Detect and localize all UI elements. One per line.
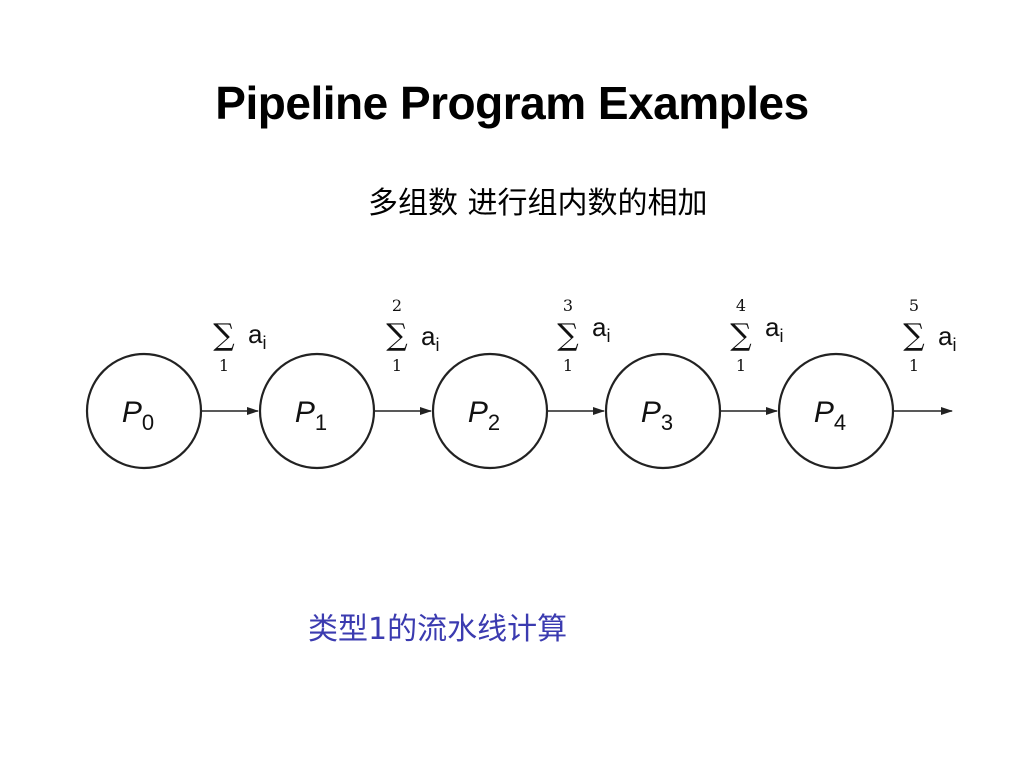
sum-term-subscript: i — [435, 335, 439, 355]
sum-term: ai — [938, 321, 956, 355]
process-letter: P — [468, 396, 488, 429]
sum-term: ai — [421, 321, 439, 355]
sum-label-3: 3∑1ai — [557, 296, 610, 375]
process-letter: P — [122, 396, 142, 429]
sum-term-subscript: i — [779, 326, 783, 346]
sum-term: ai — [765, 312, 783, 346]
sum-term-subscript: i — [262, 333, 266, 353]
sum-upper-limit: 4 — [736, 296, 746, 315]
sum-lower-limit: 1 — [563, 356, 573, 375]
sum-term-base: a — [592, 312, 607, 342]
process-node-p2: P2 — [431, 352, 549, 470]
sum-upper-limit: 3 — [563, 296, 573, 315]
process-index: 1 — [315, 410, 327, 435]
sum-term-subscript: i — [952, 335, 956, 355]
sum-upper-limit: 5 — [909, 296, 919, 315]
sum-term-base: a — [421, 321, 436, 351]
sum-term-base: a — [938, 321, 953, 351]
slide-title: Pipeline Program Examples — [215, 77, 809, 129]
sigma-symbol: ∑ — [903, 318, 925, 353]
process-node-p3: P3 — [604, 352, 722, 470]
process-circle — [85, 352, 203, 470]
sum-term-subscript: i — [606, 326, 610, 346]
sum-lower-limit: 1 — [392, 356, 402, 375]
sigma-symbol: ∑ — [213, 318, 235, 353]
sum-lower-limit: 1 — [909, 356, 919, 375]
sigma-symbol: ∑ — [386, 318, 408, 353]
sum-lower-limit: 1 — [736, 356, 746, 375]
process-node-p0: P0 — [85, 352, 203, 470]
sum-upper-limit: 2 — [392, 296, 402, 315]
process-label: P3 — [641, 396, 673, 435]
process-circle — [777, 352, 895, 470]
sigma-symbol: ∑ — [557, 318, 579, 353]
process-index: 3 — [661, 410, 673, 435]
process-index: 4 — [834, 410, 846, 435]
process-label: P4 — [814, 396, 846, 435]
process-label: P2 — [468, 396, 500, 435]
process-node-p4: P4 — [777, 352, 895, 470]
process-label: P0 — [122, 396, 154, 435]
process-letter: P — [814, 396, 834, 429]
figure-caption: 类型1的流水线计算 — [308, 612, 568, 647]
sum-label-5: 5∑1ai — [903, 296, 956, 375]
process-letter: P — [641, 396, 661, 429]
sigma-symbol: ∑ — [730, 318, 752, 353]
sum-term: ai — [592, 312, 610, 346]
process-circle — [431, 352, 549, 470]
sum-term: ai — [248, 319, 266, 353]
sum-label-2: 2∑1ai — [386, 296, 439, 375]
process-circle — [258, 352, 376, 470]
process-index: 0 — [142, 410, 154, 435]
sum-term-base: a — [765, 312, 780, 342]
sum-lower-limit: 1 — [219, 356, 229, 375]
sum-term-base: a — [248, 319, 263, 349]
process-node-p1: P1 — [258, 352, 376, 470]
sum-label-4: 4∑1ai — [730, 296, 783, 375]
process-index: 2 — [488, 410, 500, 435]
slide-subtitle: 多组数 进行组内数的相加 — [368, 186, 708, 221]
sum-label-1: ∑1ai — [213, 318, 266, 375]
process-circle — [604, 352, 722, 470]
process-letter: P — [295, 396, 315, 429]
process-label: P1 — [295, 396, 327, 435]
